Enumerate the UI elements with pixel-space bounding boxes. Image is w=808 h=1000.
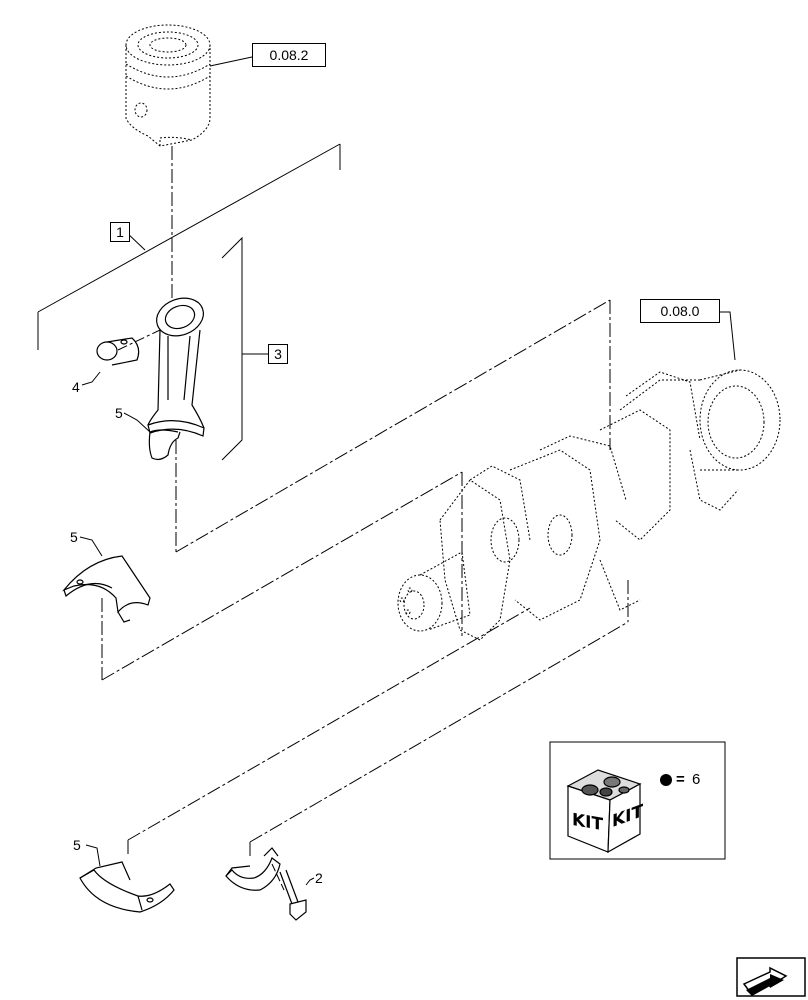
reference-box-piston[interactable]: 0.08.2: [252, 43, 326, 67]
assembly-bracket-3: [221, 236, 268, 461]
main-bearing-shell-middle-drawing: [62, 555, 151, 623]
callout-item-4: 4: [72, 379, 80, 395]
alignment-lines: [101, 299, 629, 858]
callout-box-item-3: 3: [268, 344, 288, 364]
crankshaft-reference-drawing: [397, 369, 781, 641]
callout-leader-2: [305, 877, 315, 886]
callout-item-5-lower: 5: [73, 837, 81, 853]
kit-legend-equals: =: [676, 771, 685, 788]
callout-box-item-1: 1: [110, 222, 130, 242]
connecting-rod-drawing: [147, 297, 205, 437]
kit-box-icon: KIT KIT: [566, 769, 643, 854]
rod-bolt-drawing: [279, 869, 307, 921]
crankshaft-ref-leader: [720, 311, 736, 361]
callout-item-5-middle: 5: [70, 529, 78, 545]
main-bearing-shell-lower-drawing: [79, 861, 175, 913]
callout-leader-5-a: [123, 412, 151, 433]
kit-legend-quantity: 6: [692, 771, 701, 788]
reference-box-crankshaft[interactable]: 0.08.0: [640, 299, 720, 323]
rod-cap-drawing: [225, 847, 281, 891]
rod-bearing-shell-drawing: [148, 429, 181, 461]
callout-leader-4: [81, 371, 101, 386]
bolt-axis-line: [271, 863, 285, 891]
next-page-arrow-icon[interactable]: [736, 957, 806, 997]
piston-ref-leader: [209, 56, 253, 67]
piston-pin-drawing: [96, 337, 140, 366]
callout-item-5-upper: 5: [115, 405, 123, 421]
pin-axis-line: [117, 329, 161, 351]
callout-leader-5-b: [79, 536, 103, 557]
filled-dot-icon: [660, 774, 672, 786]
callout-item-2: 2: [315, 870, 323, 886]
assembly-bracket-1: [37, 143, 341, 350]
piston-reference-drawing: [125, 24, 211, 147]
callout-leader-5-c: [85, 844, 101, 867]
